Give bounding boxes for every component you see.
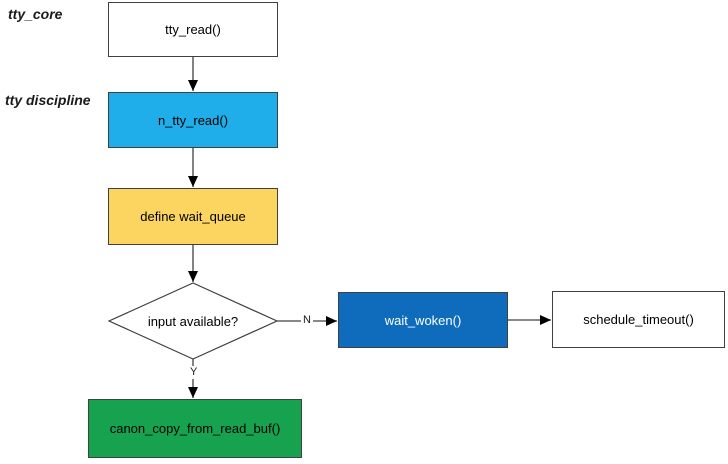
node-schedule-timeout-label: schedule_timeout() [583, 312, 694, 327]
node-tty-read: tty_read() [108, 2, 278, 57]
node-canon-copy-from-read-buf-label: canon_copy_from_read_buf() [109, 421, 281, 436]
edge-label-yes: Y [188, 366, 200, 379]
node-input-available-label: input available? [147, 313, 239, 329]
node-n-tty-read-label: n_tty_read() [157, 112, 229, 128]
node-define-wait-queue-label: define wait_queue [140, 209, 246, 224]
node-define-wait-queue: define wait_queue [108, 188, 278, 245]
node-schedule-timeout: schedule_timeout() [552, 291, 725, 348]
node-wait-woken-label: wait_woken() [384, 312, 462, 328]
node-canon-copy-from-read-buf: canon_copy_from_read_buf() [88, 399, 302, 458]
lane-label-tty-discipline: tty discipline [5, 92, 91, 108]
node-tty-read-label: tty_read() [165, 22, 221, 37]
node-n-tty-read: n_tty_read() [108, 92, 278, 148]
lane-label-tty-core: tty_core [8, 6, 63, 22]
node-wait-woken: wait_woken() [338, 292, 508, 348]
node-input-available: input available? [123, 307, 263, 335]
edge-label-no: N [301, 314, 313, 327]
